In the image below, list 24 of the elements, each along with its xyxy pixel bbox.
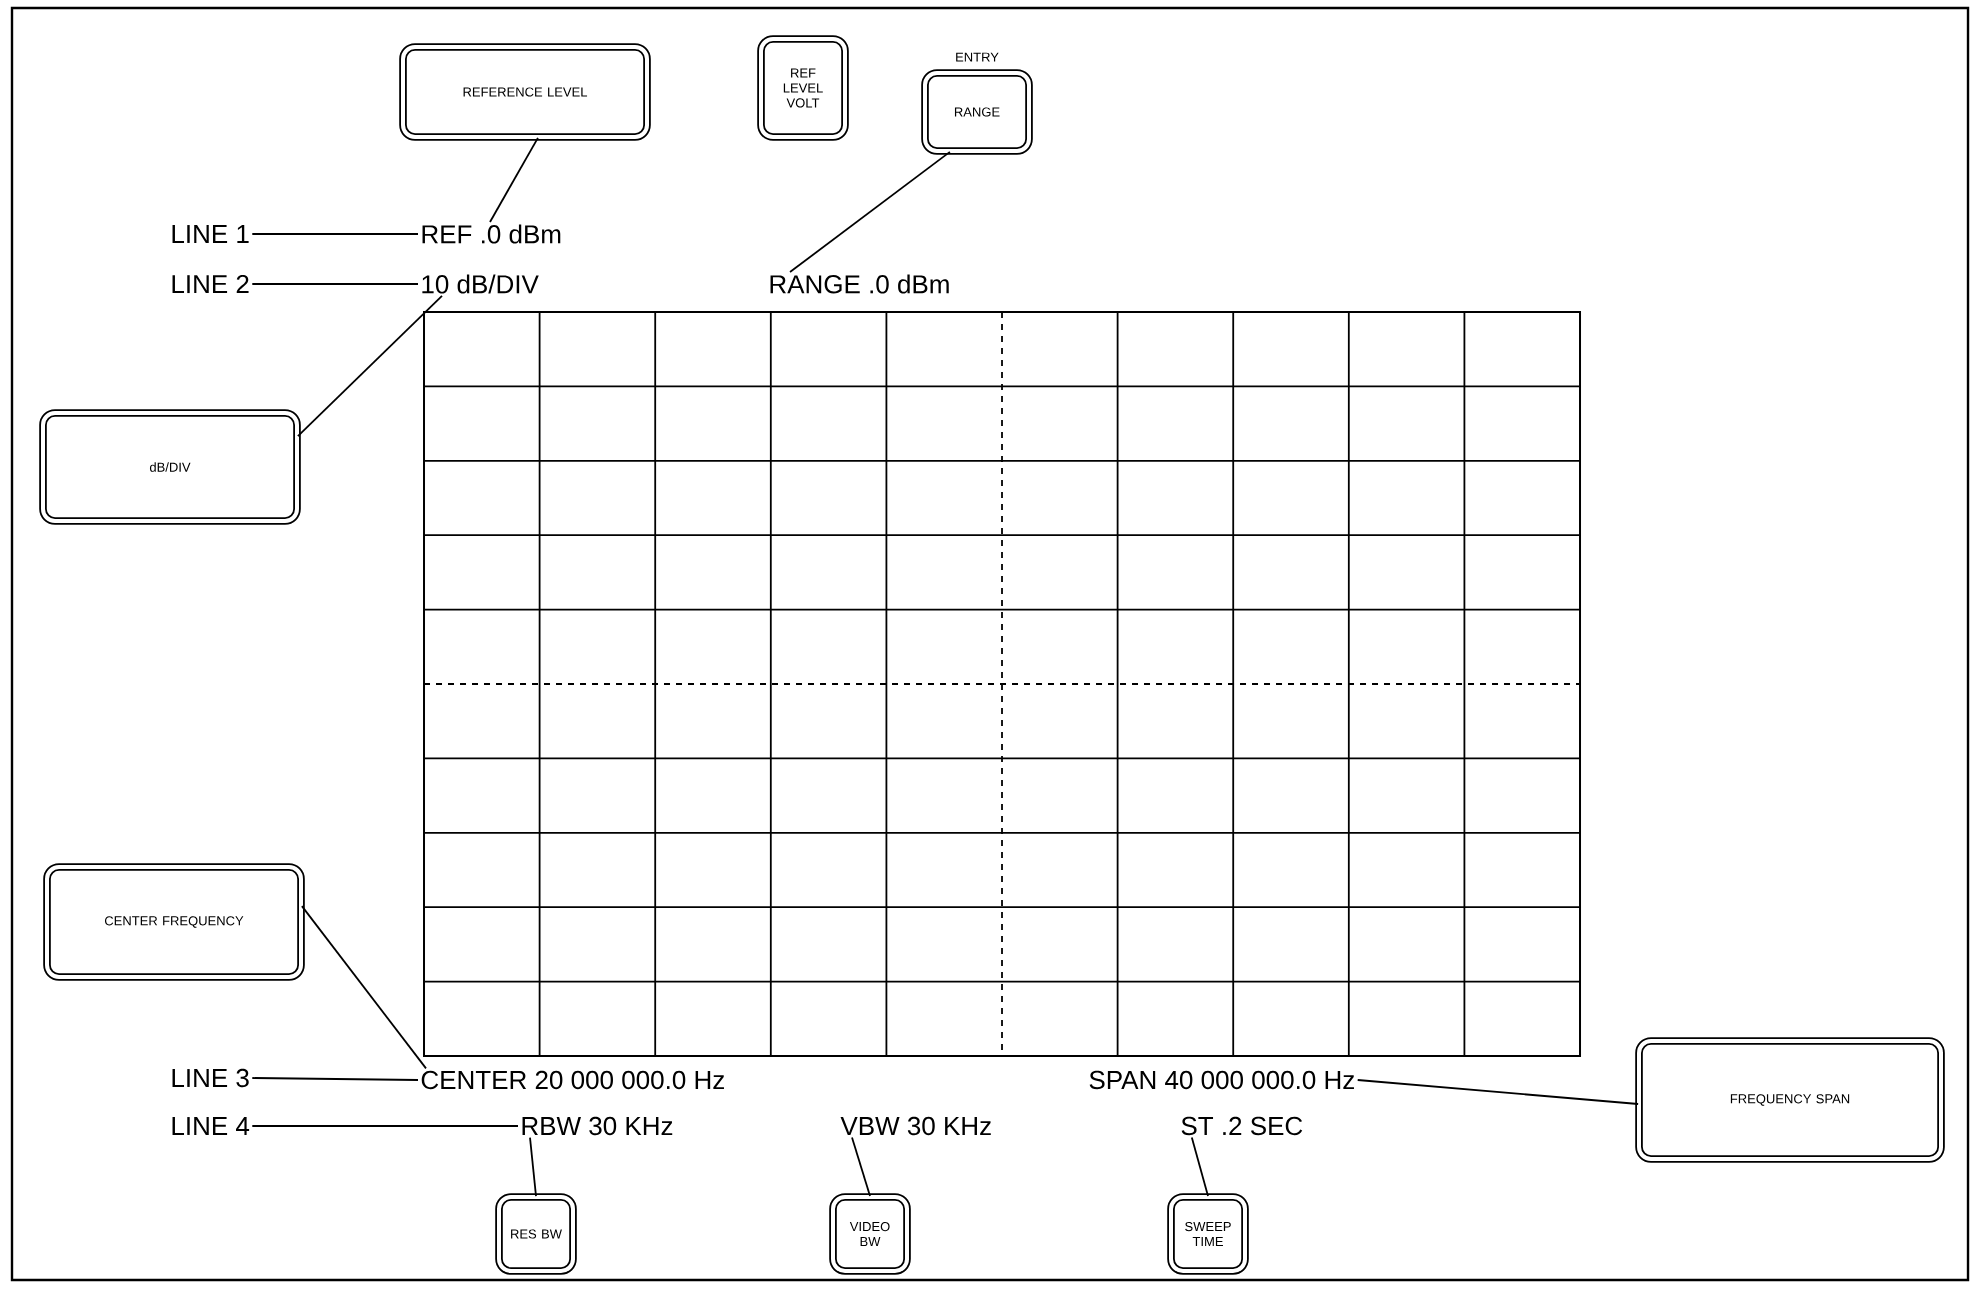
display-readout: REF .0 dBm [422,224,561,244]
display-readout: VBW 30 KHz [840,1116,991,1136]
leader-line [851,1136,871,1197]
line-label: LINE 4 [172,1117,250,1135]
display-readout: ST .2 SEC [1181,1116,1303,1136]
leader-line [251,233,419,235]
leader-line [251,1125,519,1127]
display-readout: 10 dB/DIV [422,274,539,294]
line-label: LINE 3 [172,1068,249,1088]
display-readout: RANGE .0 dBm [770,274,949,294]
line-label: LINE 2 [172,274,249,294]
leader-line [789,151,951,273]
leader-line [489,137,539,223]
display-readout: SPAN 40 000 000.0 Hz [1089,1070,1354,1090]
line-label: LINE 1 [172,225,249,243]
leader-line [251,1077,419,1081]
display-readout: CENTER 20 000 000.0 Hz [421,1070,724,1090]
leader-line [1190,1136,1209,1197]
display-readout: RBW 30 KHz [522,1116,673,1136]
leader-line [297,295,443,437]
leader-line [529,1136,537,1197]
leader-line [301,905,427,1070]
leader-line [251,283,419,285]
leader-line [1356,1079,1639,1105]
